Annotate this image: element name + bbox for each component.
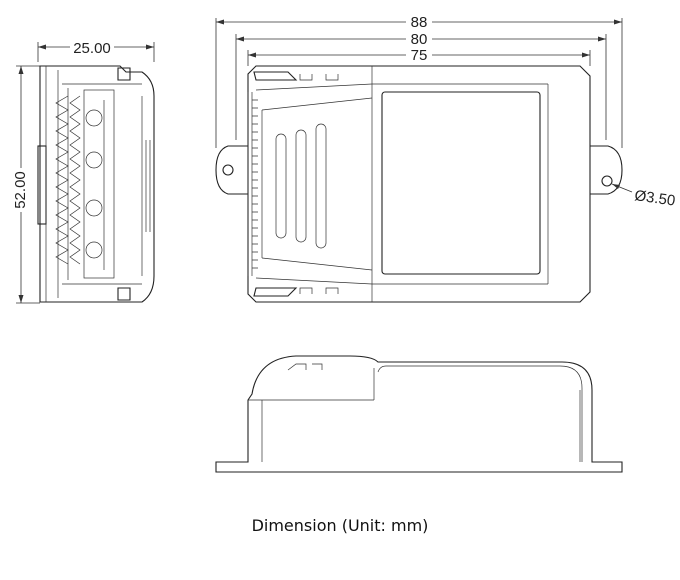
dim-25-label: 25.00 xyxy=(73,40,111,57)
dim-75-label: 75 xyxy=(411,47,428,64)
dim-52-label: 52.00 xyxy=(12,171,29,209)
side-view: 25.00 52.00 xyxy=(12,40,155,304)
dimension-75: 75 xyxy=(247,47,591,66)
dim-88-label: 88 xyxy=(411,14,428,31)
caption: Dimension (Unit: mm) xyxy=(251,516,429,535)
dim-80-label: 80 xyxy=(411,31,428,48)
terminal-block xyxy=(55,88,115,280)
top-view: Ø3.50 xyxy=(215,65,676,303)
dimension-80: 80 xyxy=(235,31,607,140)
vent-slots xyxy=(247,92,373,276)
dimension-88: 88 xyxy=(215,14,623,148)
front-view xyxy=(215,355,623,473)
hole-diameter-label: Ø3.50 xyxy=(633,187,676,210)
